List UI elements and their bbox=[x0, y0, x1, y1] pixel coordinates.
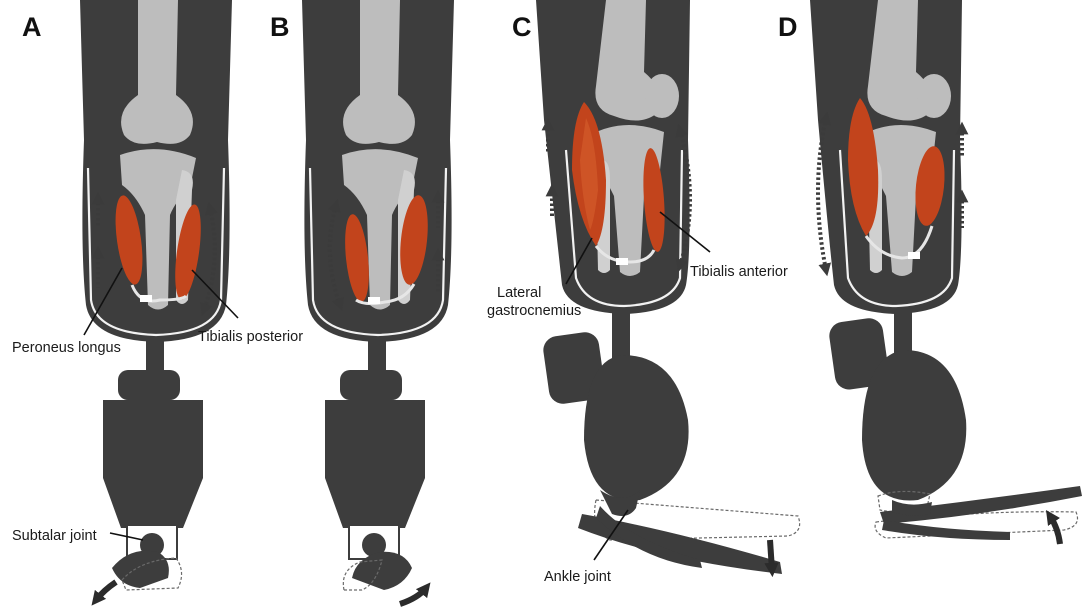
ankle-actuator-housing bbox=[103, 400, 203, 528]
arrow-icon bbox=[400, 588, 426, 604]
ankle-actuator-housing bbox=[584, 355, 689, 501]
label-ankle-joint: Ankle joint bbox=[544, 569, 611, 585]
foot-plate bbox=[112, 551, 169, 588]
pylon bbox=[368, 338, 386, 374]
panel-c-letter: C bbox=[512, 12, 532, 42]
panel-b-letter: B bbox=[270, 12, 290, 42]
heel-spring bbox=[882, 520, 1010, 540]
label-lateral-gastrocnemius-line2: gastrocnemius bbox=[487, 303, 581, 319]
ankle-joint bbox=[892, 500, 932, 516]
pylon-clamp bbox=[340, 370, 402, 400]
label-tibialis-posterior: Tibialis posterior bbox=[198, 329, 303, 345]
panel-d-letter: D bbox=[778, 12, 798, 42]
tendon-connector bbox=[908, 252, 920, 259]
label-tibialis-anterior: Tibialis anterior bbox=[690, 264, 788, 280]
pylon bbox=[146, 338, 164, 374]
label-lateral-gastrocnemius-line1: Lateral bbox=[497, 285, 541, 301]
panel-b: B bbox=[270, 0, 454, 604]
panel-d: D bbox=[778, 0, 1082, 544]
panel-a-letter: A bbox=[22, 12, 42, 42]
tendon-connector bbox=[616, 258, 628, 265]
pylon bbox=[612, 308, 630, 360]
panel-c: C Lateral gastrocnemius Tibialis anterio… bbox=[487, 0, 800, 585]
tendon-connector bbox=[368, 297, 380, 304]
pylon-clamp bbox=[118, 370, 180, 400]
label-subtalar-joint: Subtalar joint bbox=[12, 528, 97, 544]
ankle-actuator-housing bbox=[325, 400, 425, 528]
patella-bone bbox=[645, 74, 679, 118]
label-peroneus-longus: Peroneus longus bbox=[12, 340, 121, 356]
tendon-connector bbox=[140, 295, 152, 302]
patella-bone bbox=[917, 74, 951, 118]
arrow-icon bbox=[1050, 516, 1060, 544]
ankle-actuator-housing bbox=[862, 350, 966, 501]
panel-a: A Peroneus longus Tibialis posterior bbox=[12, 0, 303, 600]
arrow-icon bbox=[96, 582, 116, 600]
arrow-icon bbox=[770, 540, 772, 570]
